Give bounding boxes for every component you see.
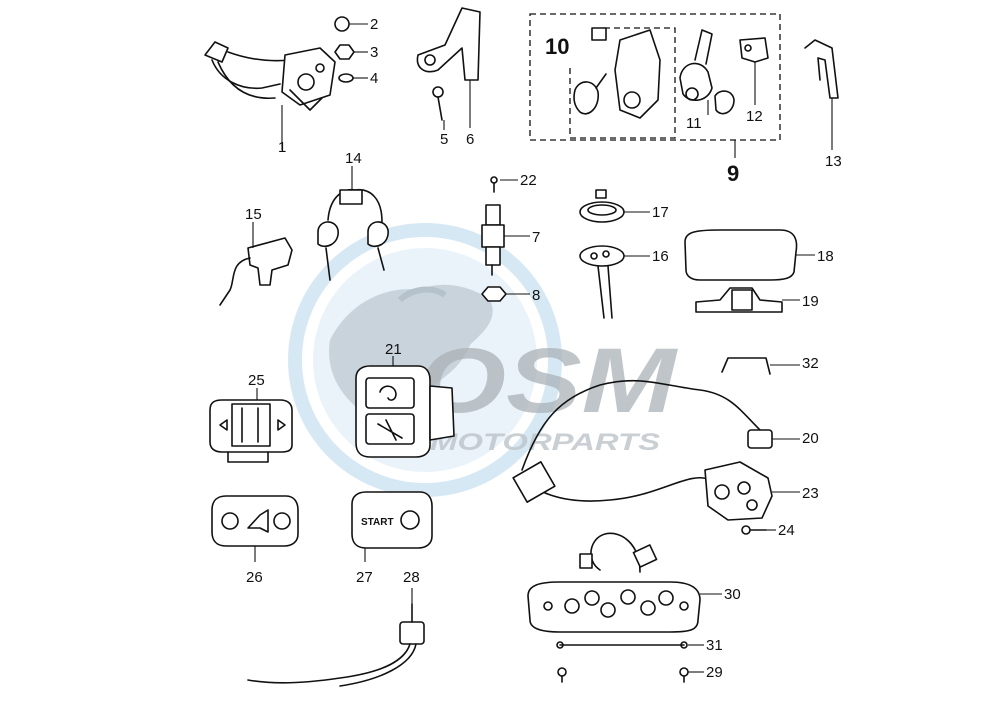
part-8-nut-icon: [481, 286, 530, 302]
part-22-pin-icon: [490, 176, 518, 193]
part-label-28: 28: [403, 569, 420, 586]
part-label-20: 20: [802, 430, 819, 447]
part-20-connector-icon: [512, 379, 800, 503]
part-label-32: 32: [802, 355, 819, 372]
part-7-stop-light-switch-icon: [481, 204, 530, 276]
part-12-lock-cylinder-icon: [739, 37, 769, 105]
part-1-ignition-switch-icon: [204, 41, 336, 150]
part-label-29: 29: [706, 664, 723, 681]
part-label-12: 12: [746, 108, 763, 125]
part-32-clip-icon: [721, 357, 800, 375]
part-label-1: 1: [278, 139, 286, 156]
part-5-screw-icon: [432, 86, 445, 130]
part-label-6: 6: [466, 131, 474, 148]
part-label-26: 26: [246, 569, 263, 586]
part-9-lock-set-group-icon: [529, 13, 781, 158]
part-11-key-icon: [679, 29, 735, 115]
part-label-10: 10: [545, 34, 569, 59]
part-label-18: 18: [817, 248, 834, 265]
part-13-clip-icon: [804, 39, 839, 150]
part-label-19: 19: [802, 293, 819, 310]
part-14-key-set-icon: [317, 166, 389, 281]
part-label-17: 17: [652, 204, 669, 221]
part-label-31: 31: [706, 637, 723, 654]
watermark-subtitle: MOTORPARTS: [430, 429, 660, 456]
part-label-2: 2: [370, 16, 378, 33]
part-17-ring-nut-icon: [579, 189, 650, 223]
part-label-25: 25: [248, 372, 265, 389]
part-25-turn-signal-switch-icon: [209, 388, 293, 463]
part-label-30: 30: [724, 586, 741, 603]
part-10-lock-subgroup-icon: [573, 27, 661, 119]
part-19-clamp-icon: [695, 287, 800, 313]
part-6-bracket-icon: [416, 7, 481, 128]
part-24-screw-icon: [741, 525, 776, 535]
part-label-15: 15: [245, 206, 262, 223]
part-30-warning-light-panel-icon: [527, 532, 722, 633]
part-4-washer-icon: [338, 73, 368, 83]
part-18-battery-cover-icon: [684, 229, 815, 281]
watermark: OSM MOTORPARTS: [288, 223, 679, 497]
part-31-gasket-icon: [556, 641, 704, 649]
part-label-11: 11: [686, 115, 702, 132]
part-label-14: 14: [345, 150, 362, 167]
part-label-27: 27: [356, 569, 373, 586]
part-23-switch-housing-icon: [704, 461, 800, 521]
part-2-bolt-icon: [334, 16, 368, 32]
part-15-sensor-icon: [219, 222, 293, 306]
part-label-3: 3: [370, 44, 378, 61]
part-label-24: 24: [778, 522, 795, 539]
part-26-horn-button-icon: [211, 495, 299, 562]
part-29-screw-icon: [557, 667, 704, 683]
part-label-5: 5: [440, 131, 448, 148]
part-label-8: 8: [532, 287, 540, 304]
part-27-start-button-icon: START: [351, 491, 433, 562]
part-label-9: 9: [727, 161, 739, 186]
part-3-nut-icon: [334, 44, 368, 60]
part-label-7: 7: [532, 229, 540, 246]
part-label-22: 22: [520, 172, 537, 189]
part-label-13: 13: [825, 153, 842, 170]
part-16-fuel-sender-icon: [579, 245, 650, 319]
part-label-23: 23: [802, 485, 819, 502]
start-button-text: START: [361, 517, 394, 528]
part-21-light-switch-icon: [355, 356, 455, 458]
part-label-16: 16: [652, 248, 669, 265]
part-label-4: 4: [370, 70, 378, 87]
part-label-21: 21: [385, 341, 402, 358]
part-28-wiring-harness-icon: [247, 588, 425, 687]
